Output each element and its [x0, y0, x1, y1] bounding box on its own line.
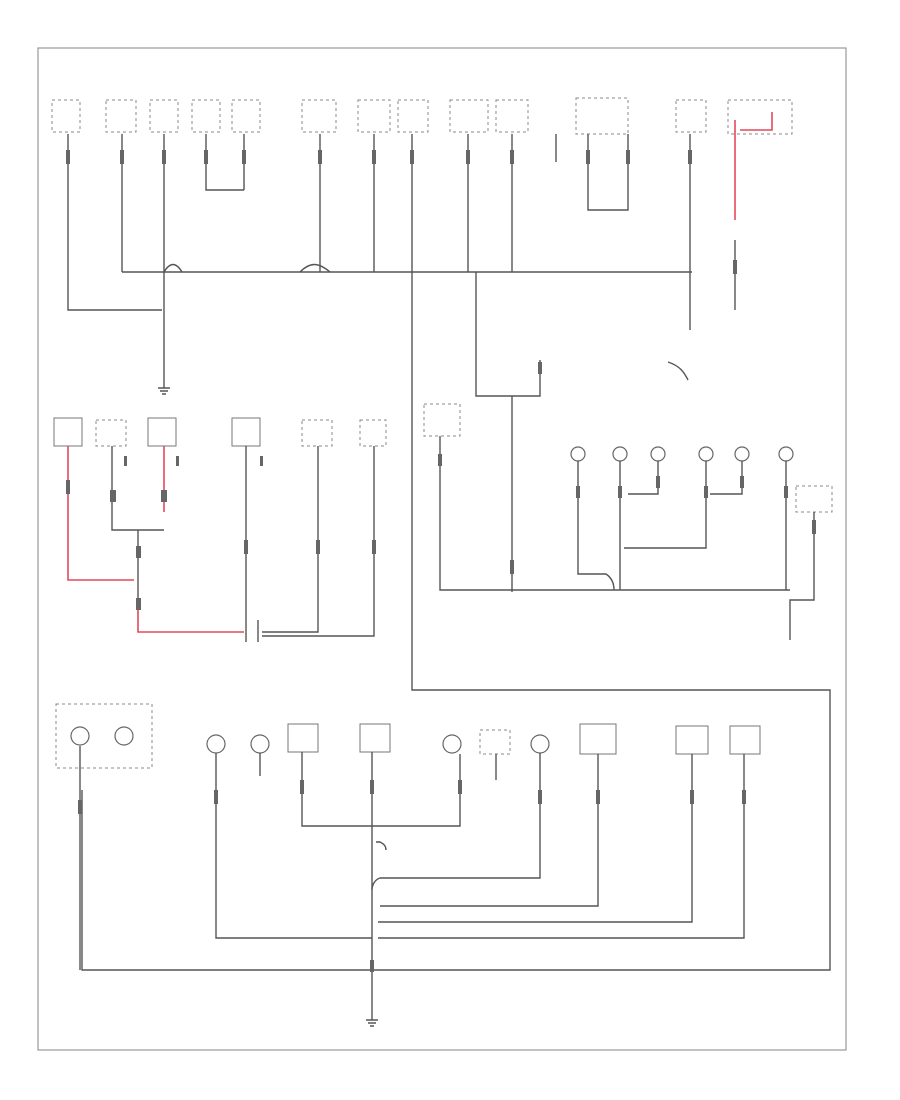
wire: [262, 446, 375, 637]
wire: [205, 134, 244, 191]
component-box: [359, 723, 391, 753]
connector-marks-middle-right: [438, 362, 816, 574]
component-box: [149, 99, 179, 133]
wire: [215, 753, 372, 939]
connector-marks-bottom: [78, 780, 746, 972]
lamp-bulb: [778, 446, 794, 462]
wire: [376, 841, 387, 851]
wire: [299, 263, 331, 273]
top-row-wires: [67, 112, 831, 971]
wire: [111, 512, 164, 531]
wire: [577, 461, 615, 591]
wire: [789, 512, 815, 640]
wire: [624, 461, 707, 549]
component-box: [301, 99, 337, 133]
component-box: [287, 723, 319, 753]
lamp-bulb: [206, 734, 226, 754]
connector-marks-middle-left: [66, 456, 376, 610]
component-box: [727, 99, 793, 135]
diagram-frame: [37, 47, 847, 1051]
wire: [378, 754, 745, 939]
component-box: [675, 99, 707, 133]
lamp-bulb: [698, 446, 714, 462]
wire-highlight: [137, 610, 244, 633]
component-box: [675, 725, 709, 755]
wire-highlight: [740, 112, 773, 131]
component-box: [357, 99, 391, 133]
component-box: [795, 485, 833, 513]
component-box: [479, 729, 511, 755]
component-box: [191, 99, 221, 133]
component-box: [575, 97, 629, 135]
wire: [475, 272, 541, 397]
wire: [301, 752, 461, 827]
lamp-bulb: [570, 446, 586, 462]
wire: [67, 134, 162, 311]
middle-right-wires: [439, 361, 815, 640]
lamp-bulb: [530, 734, 550, 754]
connector-marks-top: [66, 150, 737, 274]
component-box: [359, 419, 387, 447]
wire-highlight: [67, 446, 134, 581]
lamp-bulb: [442, 734, 462, 754]
component-box: [495, 99, 529, 133]
lamp-bulb: [70, 726, 90, 746]
wire: [163, 263, 183, 273]
middle-right-components: [423, 403, 833, 513]
wire: [262, 446, 319, 633]
lamp-bulb: [114, 726, 134, 746]
wire: [628, 461, 659, 495]
component-box: [231, 417, 261, 447]
component-box: [105, 99, 137, 133]
ground-symbol: [158, 387, 378, 1027]
component-box: [301, 419, 333, 447]
wire: [378, 754, 693, 923]
wire: [439, 436, 790, 591]
component-box: [53, 417, 83, 447]
top-component-row: [51, 97, 793, 135]
middle-left-wires: [67, 360, 375, 642]
wire: [710, 461, 743, 495]
wire: [587, 134, 629, 211]
wire: [667, 361, 689, 381]
middle-left-components: [53, 417, 387, 447]
wire: [371, 753, 541, 891]
component-box: [579, 723, 617, 755]
component-box: [729, 725, 761, 755]
component-box: [449, 99, 489, 133]
bottom-wires: [79, 746, 745, 1020]
lamp-bulb: [612, 446, 628, 462]
component-box: [397, 99, 429, 133]
component-box: [147, 417, 177, 447]
component-box: [231, 99, 261, 133]
wire: [380, 754, 599, 907]
bottom-components: [55, 703, 761, 769]
lamp-bulb: [650, 446, 666, 462]
lamp-bulb: [250, 734, 270, 754]
component-box: [423, 403, 461, 437]
lamp-bulb: [734, 446, 750, 462]
component-box: [51, 99, 81, 133]
wire: [81, 134, 831, 971]
component-box: [95, 419, 127, 447]
